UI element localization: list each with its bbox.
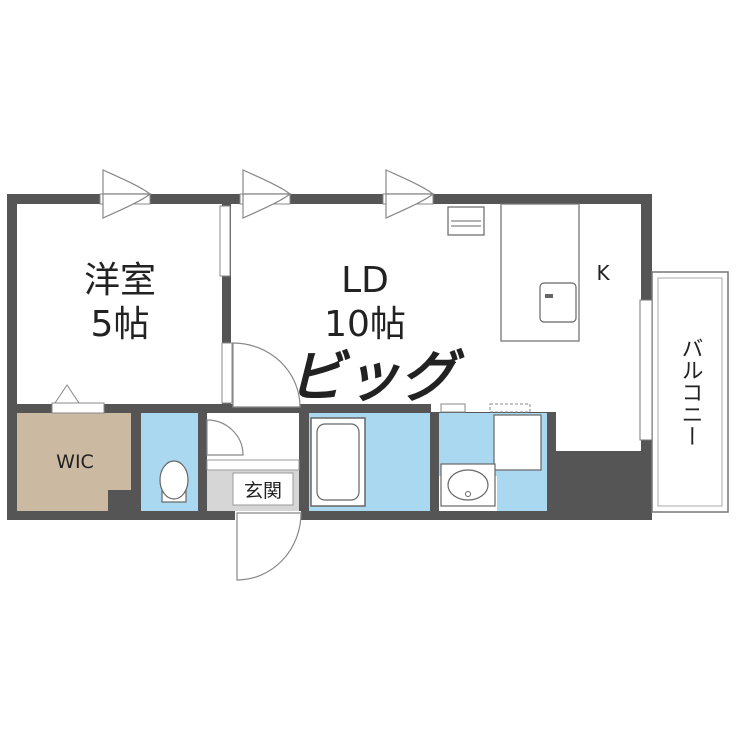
wic-door-sill <box>51 402 105 414</box>
hall-door-swing <box>206 419 244 456</box>
balcony-floor <box>651 271 729 513</box>
window-arrow-icon <box>385 169 435 195</box>
window-arrow-icon <box>102 169 152 195</box>
watermark-text: ビッグ <box>288 345 465 410</box>
kitchen-faucet <box>545 294 553 298</box>
western-room-floor <box>17 204 222 404</box>
entrance-label: 玄関 <box>244 480 282 502</box>
window-arrow-icon <box>102 193 152 219</box>
balcony-label: バルコニー <box>678 337 703 447</box>
washroom-door-left <box>440 403 466 413</box>
balcony-sliding-window <box>639 299 653 441</box>
entrance-label-box <box>232 472 294 506</box>
washing-machine <box>493 414 542 471</box>
ld-door-swing <box>232 342 301 408</box>
window-arrow-icon <box>385 193 435 219</box>
wic-floor <box>17 413 131 511</box>
kitchen-sink <box>539 282 577 323</box>
wic-label: WIC <box>56 451 94 473</box>
balcony-inner-line <box>657 277 723 507</box>
kitchen-floor <box>431 404 641 451</box>
entrance-step <box>206 459 300 471</box>
living-size: 10帖 <box>324 304 406 345</box>
western-room-label: 洋室 <box>84 260 156 301</box>
washbasin-bowl <box>447 469 489 501</box>
kitchen-label: K <box>596 261 610 285</box>
living-label: LD <box>341 260 389 301</box>
window-arrow-icon <box>242 193 292 219</box>
washroom-door-right <box>489 403 531 413</box>
room-partition-sliding-door <box>219 205 231 277</box>
bathtub-basin <box>316 423 360 501</box>
washbasin-drain <box>465 491 471 497</box>
window-arrow-icon <box>242 169 292 195</box>
toilet-bowl <box>159 460 189 500</box>
ld-partition-opening <box>221 342 233 404</box>
wic-door-arrow <box>54 384 80 404</box>
front-door-swing <box>236 512 302 581</box>
western-room-size: 5帖 <box>91 304 150 345</box>
